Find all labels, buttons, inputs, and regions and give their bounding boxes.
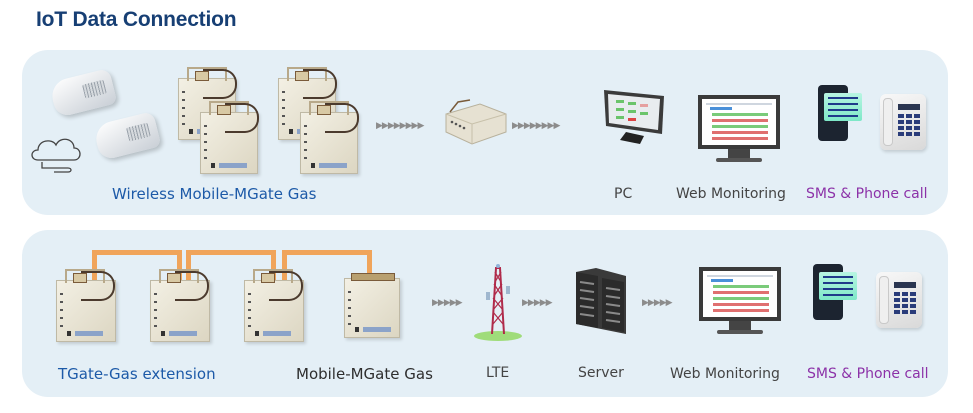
gateway-icon (445, 99, 507, 145)
flow-arrows: ▶▶▶▶▶ (522, 297, 553, 307)
smartphone-icon (818, 85, 862, 141)
tgate-module-icon (56, 269, 116, 342)
flow-arrows: ▶▶▶▶▶ (642, 297, 673, 307)
extension-link (282, 250, 372, 282)
monitor-stand (728, 149, 750, 159)
desk-phone-icon (880, 94, 926, 150)
tgate-extension-label: TGate-Gas extension (58, 365, 216, 383)
web-monitor-icon (699, 267, 781, 321)
server-icon (576, 268, 626, 334)
web-monitoring-label: Web Monitoring (670, 366, 780, 382)
flow-arrows: ▶▶▶▶▶ (432, 297, 463, 307)
gas-module-icon (200, 101, 259, 174)
web-monitoring-label: Web Monitoring (676, 186, 786, 202)
page-title: IoT Data Connection (36, 8, 237, 31)
server-label: Server (578, 365, 624, 381)
monitor-stand (729, 321, 751, 331)
desk-phone-icon (876, 272, 922, 328)
flow-arrows: ▶▶▶▶▶▶▶▶ (512, 120, 560, 130)
mobile-mgate-label: Mobile-MGate Gas (296, 365, 433, 383)
cloud-icon (31, 138, 81, 173)
monitor-base (716, 158, 762, 162)
sms-phone-label: SMS & Phone call (807, 366, 929, 382)
monitor-base (717, 330, 763, 334)
flow-arrows: ▶▶▶▶▶▶▶▶ (376, 120, 424, 130)
extension-link (186, 250, 276, 282)
sms-phone-label: SMS & Phone call (806, 186, 928, 202)
mobile-mgate-module-icon (344, 273, 400, 338)
tgate-module-icon (150, 269, 210, 342)
gas-module-icon (300, 101, 359, 174)
pc-label: PC (614, 186, 633, 202)
lte-tower-icon (474, 264, 522, 341)
lte-label: LTE (486, 365, 510, 381)
smartphone-icon (813, 264, 857, 320)
pc-icon (604, 90, 664, 144)
tgate-module-icon (244, 269, 304, 342)
extension-link (92, 250, 182, 282)
wireless-source-label: Wireless Mobile-MGate Gas (112, 185, 317, 203)
web-monitor-icon (698, 95, 780, 149)
